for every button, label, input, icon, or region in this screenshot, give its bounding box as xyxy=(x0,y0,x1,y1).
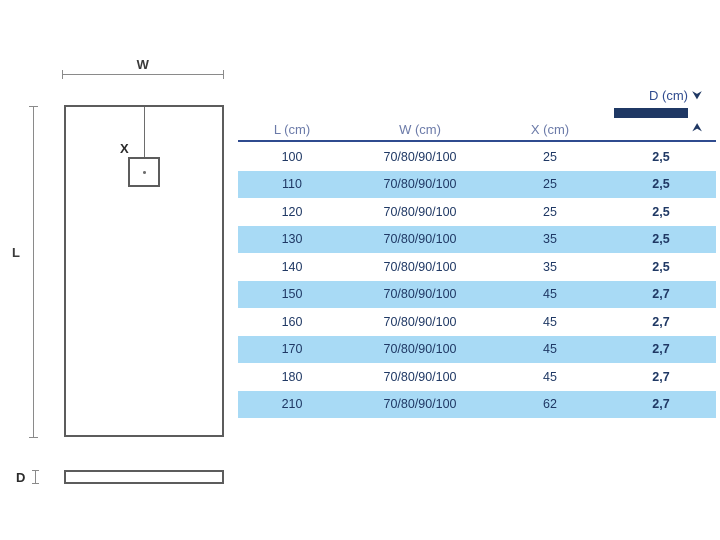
w-dimension-label: W xyxy=(136,57,150,72)
cell-x: 35 xyxy=(543,232,557,247)
cell-l: 160 xyxy=(281,314,303,329)
cell-d: 2,5 xyxy=(652,204,670,219)
w-dimension-cap-right xyxy=(223,70,224,79)
cell-l: 130 xyxy=(281,232,303,247)
cell-d: 2,7 xyxy=(652,369,670,384)
cell-x: 25 xyxy=(543,177,557,192)
table-row: 210 70/80/90/100 62 2,7 xyxy=(238,390,716,418)
table-row: 120 70/80/90/100 25 2,5 xyxy=(238,198,716,226)
thickness-bar-icon xyxy=(614,108,688,118)
cell-x: 45 xyxy=(543,287,557,302)
cell-w: 70/80/90/100 xyxy=(383,342,457,357)
cell-d: 2,7 xyxy=(652,314,670,329)
cell-x: 45 xyxy=(543,342,557,357)
cell-d: 2,7 xyxy=(652,342,670,357)
drain-center-dot-icon xyxy=(143,171,146,174)
w-dimension-line xyxy=(62,74,224,75)
cell-d: 2,5 xyxy=(652,149,670,164)
table-row: 180 70/80/90/100 45 2,7 xyxy=(238,363,716,391)
dimensions-table: D (cm) ⮟ ⮝ L (cm) W (cm) X (cm) 100 70/80… xyxy=(238,0,716,540)
column-header-x: X (cm) xyxy=(530,122,570,138)
arrow-up-icon: ⮝ xyxy=(692,120,703,134)
column-header-l: L (cm) xyxy=(273,122,311,138)
cell-x: 62 xyxy=(543,397,557,412)
l-dimension-label: L xyxy=(12,245,20,260)
cell-w: 70/80/90/100 xyxy=(383,149,457,164)
cell-l: 110 xyxy=(282,177,302,192)
cell-l: 100 xyxy=(281,149,303,164)
cell-l: 170 xyxy=(281,342,303,357)
cell-l: 140 xyxy=(281,259,303,274)
cell-d: 2,5 xyxy=(652,259,670,274)
d-legend-label: D (cm) xyxy=(649,88,688,103)
cell-d: 2,7 xyxy=(652,287,670,302)
l-dimension-cap-bottom xyxy=(29,437,38,438)
cell-w: 70/80/90/100 xyxy=(383,397,457,412)
cell-l: 150 xyxy=(281,287,303,302)
cell-x: 45 xyxy=(543,369,557,384)
cell-l: 210 xyxy=(281,397,303,412)
cell-w: 70/80/90/100 xyxy=(383,287,457,302)
x-dimension-label: X xyxy=(120,141,129,156)
cell-w: 70/80/90/100 xyxy=(383,259,457,274)
cell-x: 25 xyxy=(543,204,557,219)
cell-x: 35 xyxy=(543,259,557,274)
cell-w: 70/80/90/100 xyxy=(383,177,457,192)
table-body: 100 70/80/90/100 25 2,5 110 70/80/90/100 25 2,5… xyxy=(238,143,716,418)
table-row: 160 70/80/90/100 45 2,7 xyxy=(238,308,716,336)
arrow-down-icon: ⮟ xyxy=(692,88,703,102)
cell-l: 120 xyxy=(281,204,303,219)
header-divider xyxy=(238,140,716,142)
cell-w: 70/80/90/100 xyxy=(383,369,457,384)
cell-d: 2,5 xyxy=(652,177,670,192)
cell-l: 180 xyxy=(281,369,303,384)
cell-w: 70/80/90/100 xyxy=(383,232,457,247)
x-offset-leader-line xyxy=(144,107,145,173)
d-dimension-tick-icon xyxy=(32,470,39,484)
l-dimension-cap-top xyxy=(29,106,38,107)
cell-d: 2,7 xyxy=(652,397,670,412)
cell-w: 70/80/90/100 xyxy=(383,314,457,329)
table-row: 150 70/80/90/100 45 2,7 xyxy=(238,280,716,308)
table-row: 130 70/80/90/100 35 2,5 xyxy=(238,225,716,253)
cell-d: 2,5 xyxy=(652,232,670,247)
d-column-legend: D (cm) ⮟ ⮝ xyxy=(596,88,716,136)
cell-w: 70/80/90/100 xyxy=(383,204,457,219)
table-row: 100 70/80/90/100 25 2,5 xyxy=(238,143,716,171)
column-header-w: W (cm) xyxy=(399,122,441,138)
table-header-row: L (cm) W (cm) X (cm) xyxy=(238,116,716,144)
cell-x: 25 xyxy=(543,149,557,164)
cell-x: 45 xyxy=(543,314,557,329)
shower-tray-side-profile xyxy=(64,470,224,484)
l-dimension-line xyxy=(33,106,34,437)
d-dimension-label: D xyxy=(16,470,26,485)
w-dimension-cap-left xyxy=(62,70,63,79)
table-row: 110 70/80/90/100 25 2,5 xyxy=(238,170,716,198)
technical-drawing: W L X D xyxy=(0,0,238,540)
table-row: 170 70/80/90/100 45 2,7 xyxy=(238,335,716,363)
table-row: 140 70/80/90/100 35 2,5 xyxy=(238,253,716,281)
